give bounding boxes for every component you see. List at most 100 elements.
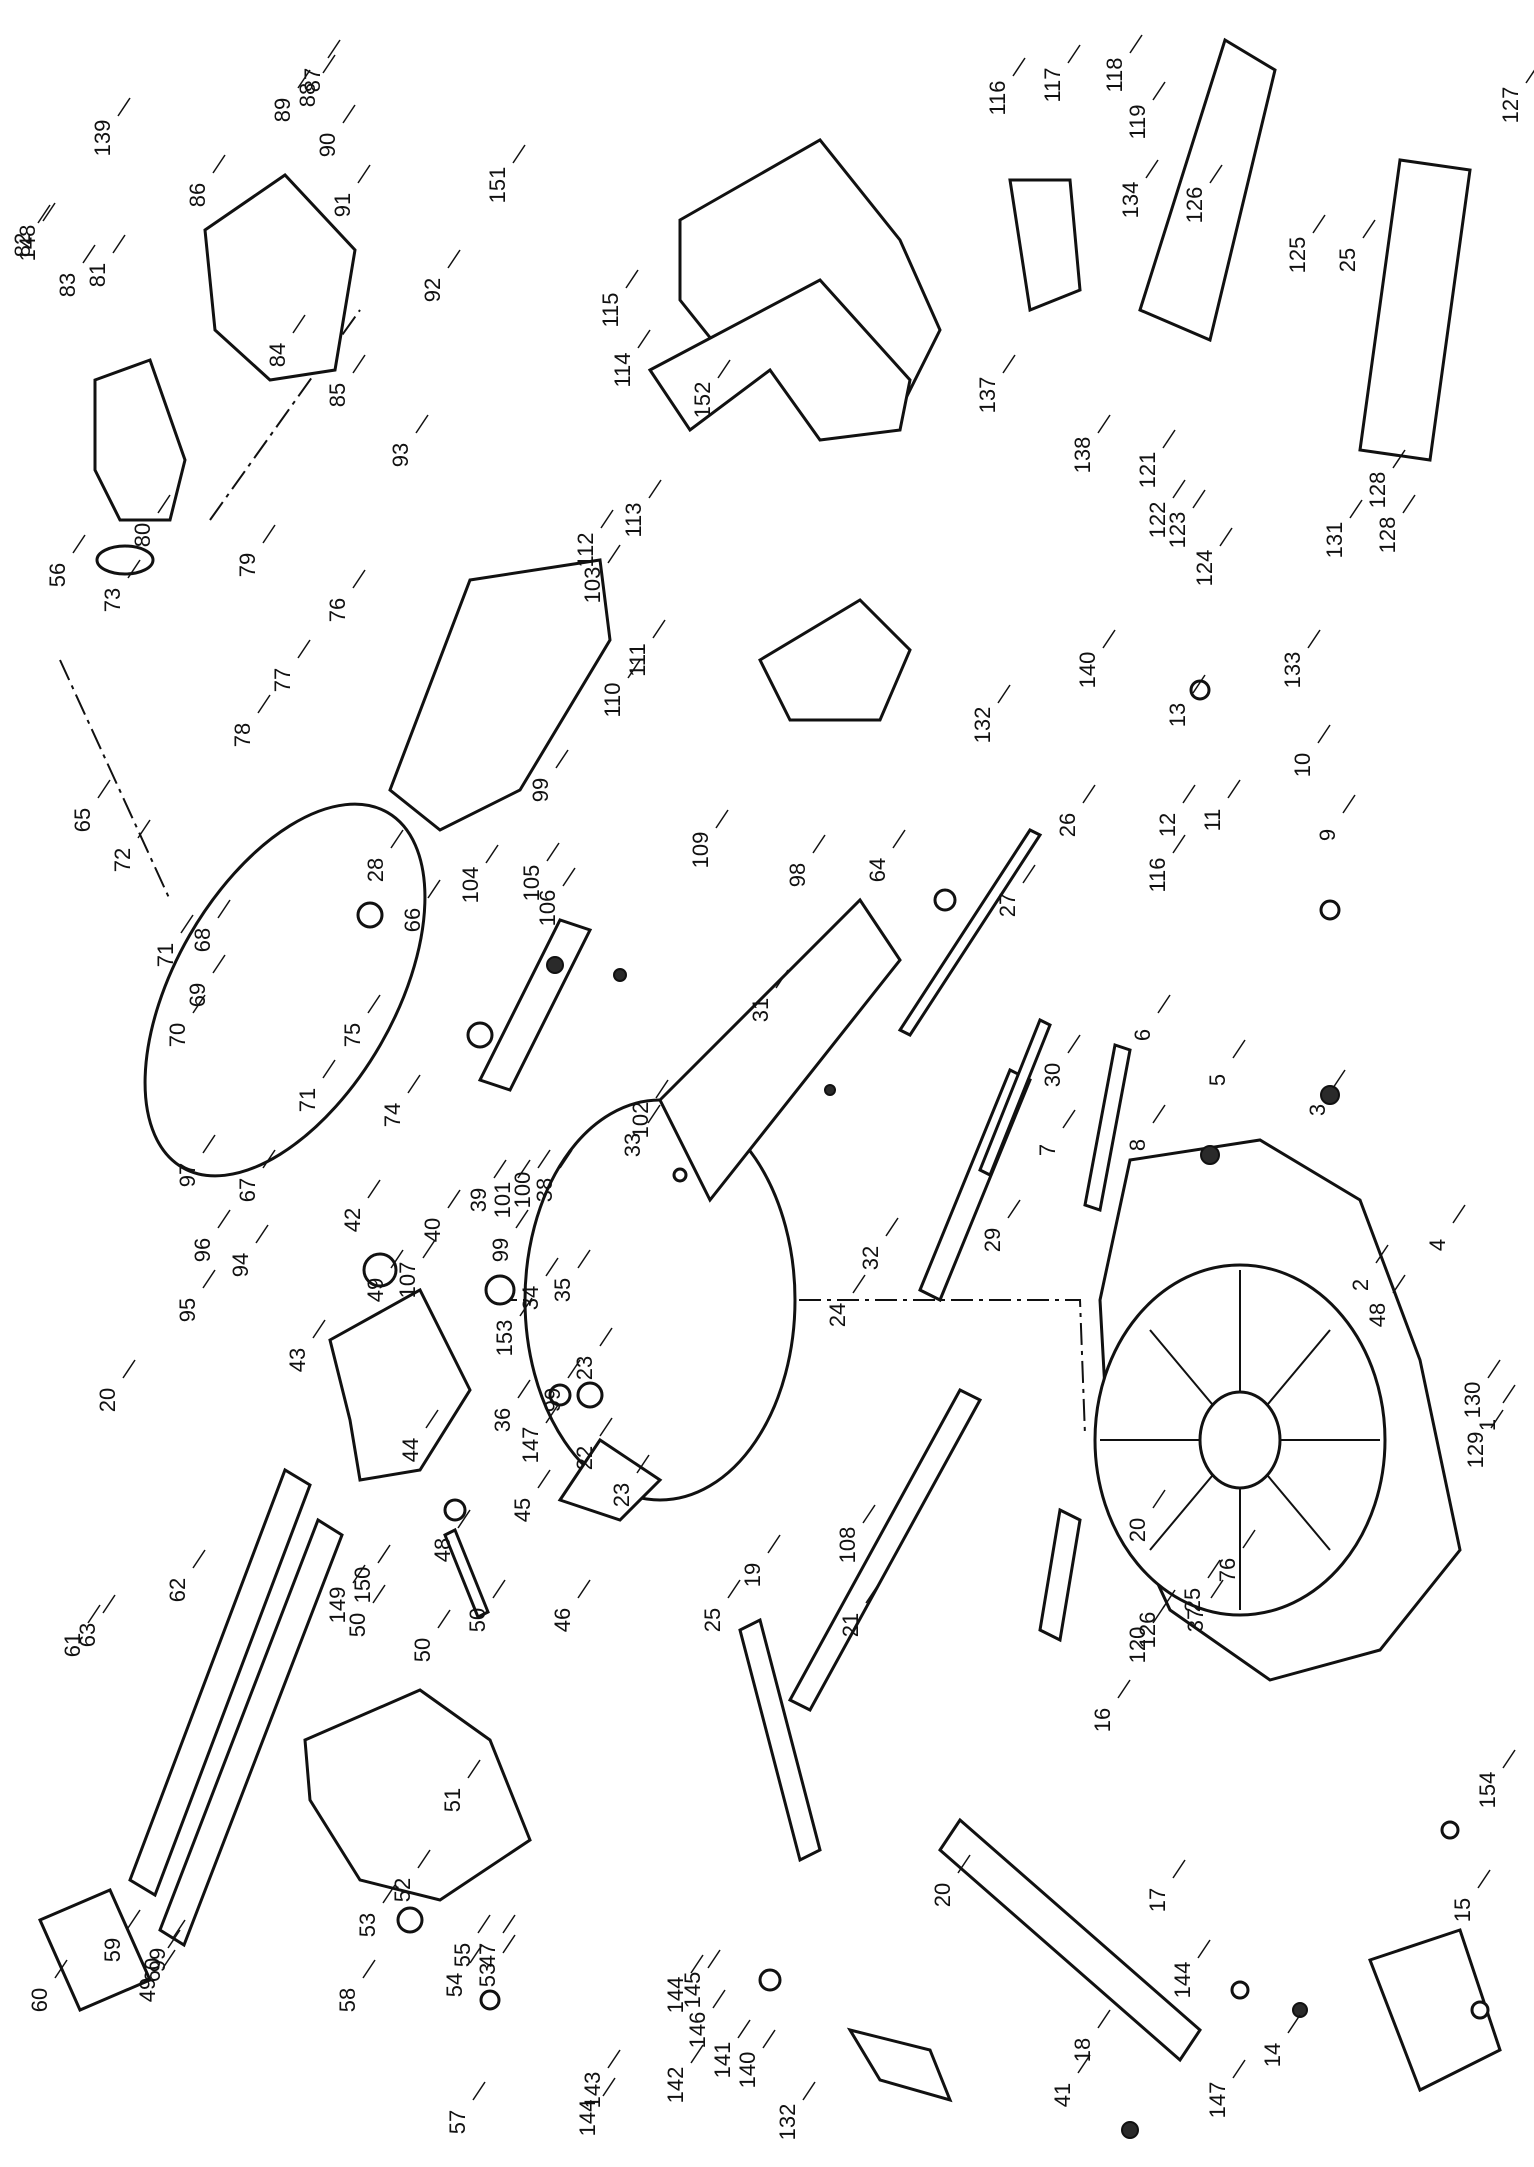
- support-rod-part: [897, 828, 1132, 1643]
- leader-line: [322, 54, 336, 74]
- callout-132: 132: [775, 2104, 800, 2141]
- callout-25: 25: [700, 1608, 725, 1632]
- callout-140: 140: [1075, 652, 1100, 689]
- callout-60: 60: [27, 1988, 52, 2012]
- leader-line: [87, 1604, 101, 1624]
- callout-148: 148: [15, 225, 40, 262]
- leader-line: [447, 249, 461, 269]
- leader-line: [415, 414, 429, 434]
- callout-18: 18: [1070, 2038, 1095, 2062]
- leader-line: [690, 1954, 704, 1974]
- leader-line: [112, 234, 126, 254]
- leader-line: [485, 844, 499, 864]
- leader-line: [652, 619, 666, 639]
- leader-line: [862, 1504, 876, 1524]
- leader-line: [1012, 57, 1026, 77]
- leader-line: [1192, 489, 1206, 509]
- callout-140: 140: [735, 2052, 760, 2089]
- callout-119: 119: [1125, 104, 1150, 139]
- leader-line: [1227, 779, 1241, 799]
- callout-99: 99: [540, 1388, 565, 1412]
- leader-line: [157, 494, 171, 514]
- callout-81: 81: [85, 263, 110, 287]
- callout-14: 14: [1260, 2043, 1285, 2067]
- leader-line: [502, 1914, 516, 1934]
- callout-126: 126: [1182, 187, 1207, 224]
- callout-83: 83: [55, 273, 80, 297]
- callout-87: 87: [300, 68, 325, 92]
- callout-127: 127: [1498, 87, 1523, 124]
- leader-line: [1062, 1109, 1076, 1129]
- leader-line: [555, 749, 569, 769]
- leader-line: [212, 154, 226, 174]
- leader-line: [1007, 1199, 1021, 1219]
- leader-line: [577, 1579, 591, 1599]
- leader-line: [607, 544, 621, 564]
- callout-3: 3: [1305, 1104, 1330, 1116]
- leader-line: [712, 1989, 726, 2009]
- callout-143: 143: [580, 2072, 605, 2109]
- leader-line: [492, 1579, 506, 1599]
- leader-line: [655, 1079, 669, 1099]
- leader-line: [297, 69, 311, 89]
- callout-25: 25: [1335, 248, 1360, 272]
- leader-line: [600, 509, 614, 529]
- leader-line: [425, 1409, 439, 1429]
- leader-line: [122, 1359, 136, 1379]
- leader-line: [715, 809, 729, 829]
- callout-114: 114: [610, 352, 635, 387]
- leader-line: [1392, 449, 1406, 469]
- callout-89: 89: [270, 98, 295, 122]
- callout-116: 116: [985, 80, 1010, 115]
- callout-69: 69: [185, 983, 210, 1007]
- callout-125: 125: [1285, 237, 1310, 274]
- callout-35: 35: [550, 1278, 575, 1302]
- fence-part: [738, 1067, 1202, 2103]
- callout-22: 22: [572, 1446, 597, 1470]
- callout-24: 24: [825, 1303, 850, 1327]
- callout-10: 10: [1290, 753, 1315, 777]
- callout-141: 141: [710, 2042, 735, 2079]
- callout-73: 73: [100, 588, 125, 612]
- callout-105: 105: [519, 865, 544, 902]
- leader-line: [54, 1959, 68, 1979]
- callout-44: 44: [398, 1438, 423, 1462]
- callout-100: 100: [510, 1172, 535, 1209]
- leader-line: [117, 97, 131, 117]
- callout-146: 146: [685, 2012, 710, 2049]
- leader-line: [812, 834, 826, 854]
- leader-line: [377, 1544, 391, 1564]
- leader-line: [1452, 1204, 1466, 1224]
- leader-line: [1082, 784, 1096, 804]
- callout-12: 12: [1155, 813, 1180, 837]
- leader-line: [97, 779, 111, 799]
- leader-line: [512, 144, 526, 164]
- callout-31: 31: [748, 998, 773, 1022]
- leader-line: [1477, 1869, 1491, 1889]
- callout-124: 124: [1192, 550, 1217, 587]
- callout-64: 64: [865, 858, 890, 882]
- leader-line: [1172, 834, 1186, 854]
- callout-50: 50: [345, 1613, 370, 1637]
- leader-line: [217, 899, 231, 919]
- callout-115: 115: [598, 292, 623, 327]
- callout-40: 40: [420, 1218, 445, 1242]
- callout-137: 137: [975, 377, 1000, 414]
- leader-line: [1117, 1679, 1131, 1699]
- leader-line: [559, 1149, 573, 1169]
- leader-line: [469, 1944, 483, 1964]
- leader-line: [447, 1189, 461, 1209]
- callout-95: 95: [175, 1298, 200, 1322]
- callout-65: 65: [70, 808, 95, 832]
- callout-5: 5: [1205, 1074, 1230, 1086]
- callout-59: 59: [100, 1938, 125, 1962]
- callout-99: 99: [528, 778, 553, 802]
- hardware-parts: [356, 679, 1490, 2139]
- callout-144: 144: [575, 2100, 600, 2137]
- callout-49: 49: [363, 1278, 388, 1302]
- callout-70: 70: [165, 1023, 190, 1047]
- leader-lines: [37, 34, 1534, 2101]
- callout-103: 103: [580, 567, 605, 604]
- callout-6: 6: [1130, 1029, 1155, 1041]
- callout-130: 130: [1460, 1382, 1485, 1419]
